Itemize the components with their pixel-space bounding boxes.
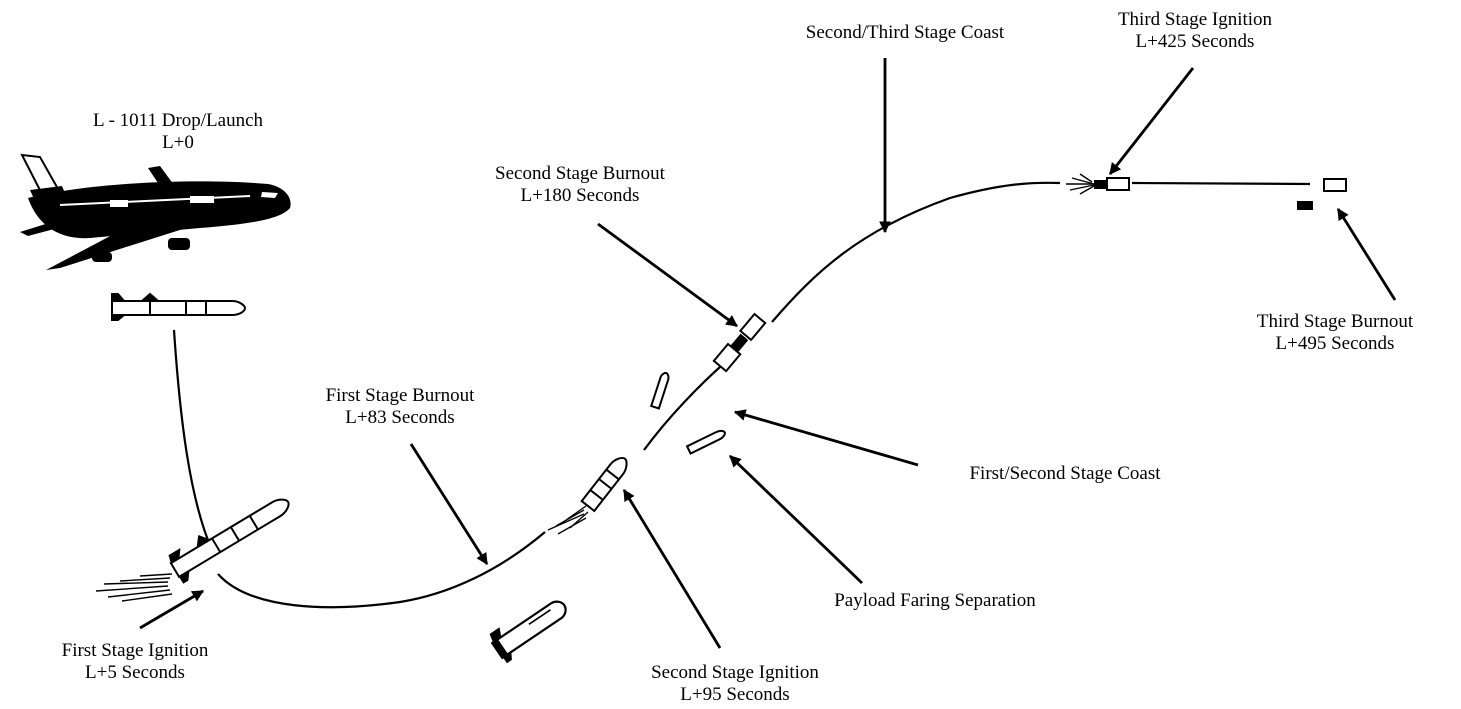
- label-first-stage-burnout-line2: L+83 Seconds: [345, 407, 455, 428]
- trajectory-line: [172, 181, 1311, 609]
- first-stage-ignition-rocket-icon: [95, 498, 290, 602]
- arrow-first-stage-burnout: [409, 443, 489, 565]
- fairing-half-lower-icon: [685, 429, 726, 455]
- label-second-stage-burnout: Second Stage Burnout L+180 Seconds: [460, 163, 700, 207]
- label-second-stage-burnout-line1: Second Stage Burnout: [495, 163, 665, 184]
- label-payload-fairing-line1: Payload Faring Separation: [834, 590, 1036, 611]
- label-third-stage-ignition-line2: L+425 Seconds: [1135, 31, 1255, 52]
- label-first-stage-ignition-line2: L+5 Seconds: [85, 662, 185, 683]
- label-first-second-coast-line1: First/Second Stage Coast: [969, 463, 1161, 484]
- label-payload-fairing: Payload Faring Separation: [790, 590, 1080, 612]
- arrow-third-stage-burnout: [1336, 208, 1397, 301]
- label-third-stage-burnout-line1: Third Stage Burnout: [1256, 311, 1414, 332]
- label-second-stage-ignition-line2: L+95 Seconds: [680, 684, 790, 705]
- label-second-stage-ignition-line1: Second Stage Ignition: [651, 662, 819, 683]
- pointer-arrows: [139, 58, 1397, 649]
- arrow-payload-fairing: [729, 454, 863, 585]
- label-second-third-coast: Second/Third Stage Coast: [755, 22, 1055, 44]
- label-first-stage-burnout: First Stage Burnout L+83 Seconds: [290, 385, 510, 429]
- label-first-second-coast: First/Second Stage Coast: [925, 463, 1205, 485]
- label-first-stage-ignition: First Stage Ignition L+5 Seconds: [20, 640, 250, 684]
- arrow-third-stage-ignition: [1108, 67, 1195, 175]
- label-second-stage-ignition: Second Stage Ignition L+95 Seconds: [615, 662, 855, 706]
- payload-icon: [1323, 178, 1347, 192]
- arrow-second-stage-ignition: [622, 488, 722, 649]
- label-third-stage-ignition: Third Stage Ignition L+425 Seconds: [1085, 9, 1305, 53]
- label-second-third-coast-line1: Second/Third Stage Coast: [805, 22, 1005, 43]
- label-third-stage-burnout: Third Stage Burnout L+495 Seconds: [1215, 311, 1455, 355]
- second-stage-burnout-rocket-icon: [712, 312, 767, 373]
- second-stage-ignition-rocket-icon: [547, 457, 628, 535]
- label-drop-launch-line2: L+0: [162, 132, 194, 153]
- spent-third-stage-icon: [1297, 201, 1313, 210]
- label-first-stage-burnout-line1: First Stage Burnout: [325, 385, 475, 406]
- label-second-stage-burnout-line2: L+180 Seconds: [520, 185, 640, 206]
- label-drop-launch-line1: L - 1011 Drop/Launch: [92, 110, 264, 131]
- arrow-second-stage-burnout: [597, 222, 738, 328]
- label-third-stage-burnout-line2: L+495 Seconds: [1275, 333, 1395, 354]
- third-stage-ignition-rocket-icon: [1066, 173, 1130, 195]
- label-first-stage-ignition-line1: First Stage Ignition: [61, 640, 209, 661]
- label-drop-launch: L - 1011 Drop/Launch L+0: [58, 110, 298, 154]
- spent-first-stage-icon: [489, 600, 567, 664]
- label-third-stage-ignition-line1: Third Stage Ignition: [1117, 9, 1273, 30]
- arrow-first-stage-ignition: [139, 589, 205, 630]
- l1011-aircraft-icon: [20, 153, 291, 270]
- arrow-first-second-coast: [733, 409, 919, 467]
- fairing-half-upper-icon: [649, 371, 670, 410]
- pegasus-rocket-icon: [111, 292, 247, 321]
